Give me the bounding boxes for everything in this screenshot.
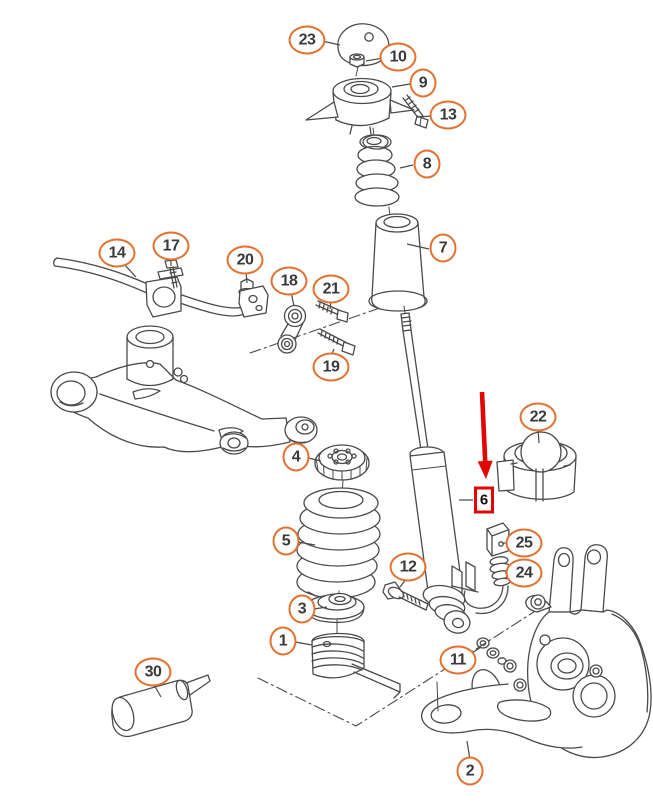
part-spring-stack bbox=[296, 444, 401, 699]
leader-line bbox=[294, 641, 313, 646]
part-grease-tube bbox=[111, 674, 211, 738]
part-stabilizer-bar bbox=[53, 257, 401, 356]
callout-17[interactable]: 17 bbox=[152, 231, 190, 261]
callout-12[interactable]: 12 bbox=[389, 552, 427, 582]
leader-line bbox=[307, 457, 322, 462]
callout-24[interactable]: 24 bbox=[505, 558, 543, 588]
callout-11[interactable]: 11 bbox=[439, 645, 477, 675]
callout-14[interactable]: 14 bbox=[98, 238, 136, 268]
part-shock-absorber bbox=[400, 305, 479, 634]
callout-4[interactable]: 4 bbox=[282, 442, 310, 472]
leader-line bbox=[297, 541, 316, 546]
highlight-arrow bbox=[477, 391, 493, 479]
callout-9[interactable]: 9 bbox=[409, 68, 437, 98]
callout-7[interactable]: 7 bbox=[429, 233, 457, 263]
part-wheel-bearing-housing bbox=[257, 544, 652, 759]
arrow-head bbox=[477, 460, 493, 479]
leader-line bbox=[313, 606, 328, 610]
callout-30[interactable]: 30 bbox=[134, 657, 172, 687]
callout-8[interactable]: 8 bbox=[413, 149, 441, 179]
callout-5[interactable]: 5 bbox=[272, 526, 300, 556]
callout-21[interactable]: 21 bbox=[312, 274, 350, 304]
callout-22[interactable]: 22 bbox=[519, 402, 557, 432]
arrow-shaft bbox=[479, 391, 488, 464]
callout-20[interactable]: 20 bbox=[226, 245, 264, 275]
part-control-arm bbox=[50, 325, 318, 455]
callout-1[interactable]: 1 bbox=[269, 626, 297, 656]
part-sensor bbox=[463, 522, 511, 615]
callout-13[interactable]: 13 bbox=[429, 100, 467, 130]
part-bolt-12 bbox=[382, 581, 429, 611]
callout-25[interactable]: 25 bbox=[505, 528, 543, 558]
highlighted-callout-6[interactable]: 6 bbox=[474, 486, 494, 514]
callout-23[interactable]: 23 bbox=[288, 25, 326, 55]
leader-line bbox=[406, 243, 430, 250]
part-bushing-clamp bbox=[496, 431, 577, 502]
part-strut-top bbox=[305, 23, 429, 312]
callout-18[interactable]: 18 bbox=[270, 266, 308, 296]
callout-3[interactable]: 3 bbox=[288, 594, 316, 624]
leader-line bbox=[399, 164, 414, 169]
callout-2[interactable]: 2 bbox=[456, 756, 484, 786]
callout-10[interactable]: 10 bbox=[379, 42, 417, 72]
callout-19[interactable]: 19 bbox=[312, 352, 350, 382]
part-washers-11 bbox=[476, 637, 507, 665]
leader-line bbox=[391, 83, 411, 88]
